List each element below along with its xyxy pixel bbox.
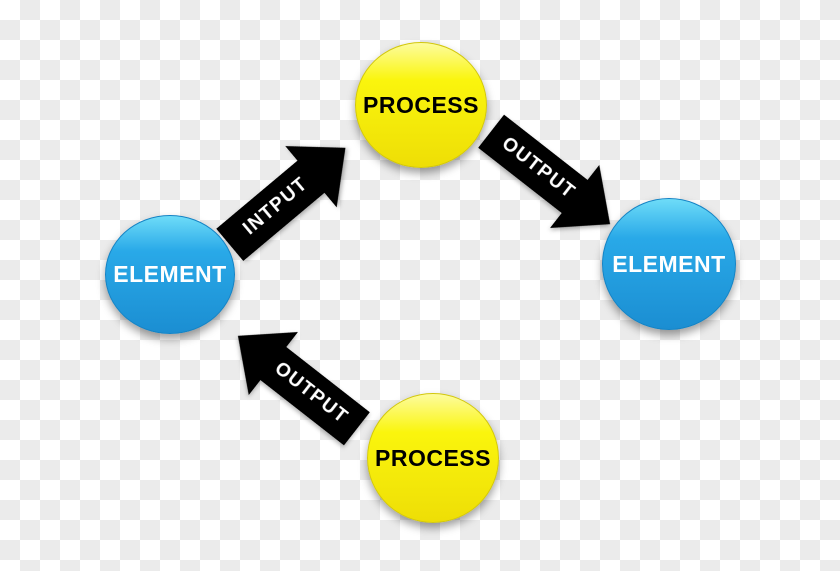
arrow-output-top: OUTPUT <box>466 99 636 257</box>
node-label: ELEMENT <box>113 261 227 287</box>
node-label: PROCESS <box>363 91 479 118</box>
arrow-intput: INTPUT <box>203 116 372 277</box>
node-process-top: PROCESS <box>355 42 487 168</box>
node-element-right: ELEMENT <box>602 198 736 330</box>
arrow-output-bottom: OUTPUT <box>212 303 382 461</box>
node-process-bottom: PROCESS <box>367 393 499 523</box>
block-arrow-up-left-icon <box>237 332 370 446</box>
node-label: PROCESS <box>375 444 491 471</box>
block-arrow-up-right-icon <box>216 146 346 261</box>
block-arrow-down-right-icon <box>478 114 611 228</box>
node-element-left: ELEMENT <box>105 215 235 334</box>
node-label: ELEMENT <box>612 250 726 277</box>
